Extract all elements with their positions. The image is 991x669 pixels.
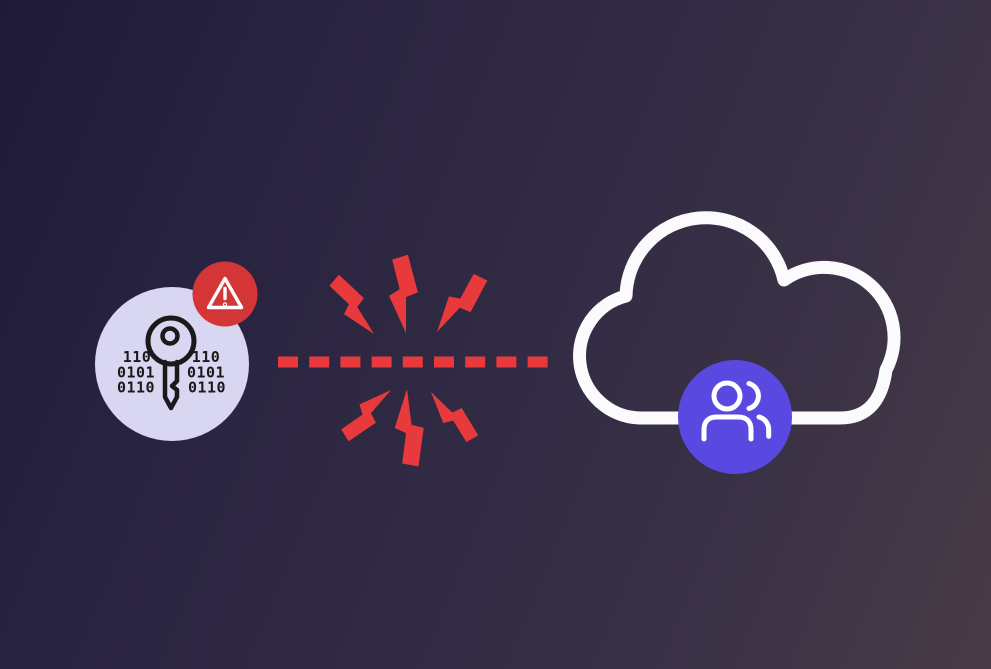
user-head [711, 380, 743, 412]
second-user-head [746, 381, 761, 411]
binary-row: 110 [192, 348, 221, 366]
key-head-hole [160, 326, 180, 346]
binary-code-text: 110 0101 0110 110 0101 0110 [117, 348, 226, 397]
second-user-body [756, 414, 772, 439]
warning-triangle-outline [206, 276, 244, 310]
binary-row: 0101 [117, 364, 155, 382]
users-badge [678, 360, 792, 474]
warning-triangle-icon [206, 276, 244, 310]
binary-row: 110 [123, 348, 152, 366]
cloud-icon [573, 211, 901, 425]
users-icon [701, 380, 772, 442]
exclamation-dot [222, 302, 228, 307]
binary-row: 0110 [117, 379, 155, 397]
binary-row: 0101 [187, 364, 225, 382]
binary-row: 0110 [188, 379, 226, 397]
user-body [701, 414, 754, 442]
key-shaft [162, 359, 180, 411]
binary-key-icon [145, 315, 197, 411]
key-head-ring [145, 315, 197, 367]
warning-badge [192, 261, 258, 327]
key-credential-badge: 110 0101 0110 110 0101 0110 [95, 261, 258, 441]
